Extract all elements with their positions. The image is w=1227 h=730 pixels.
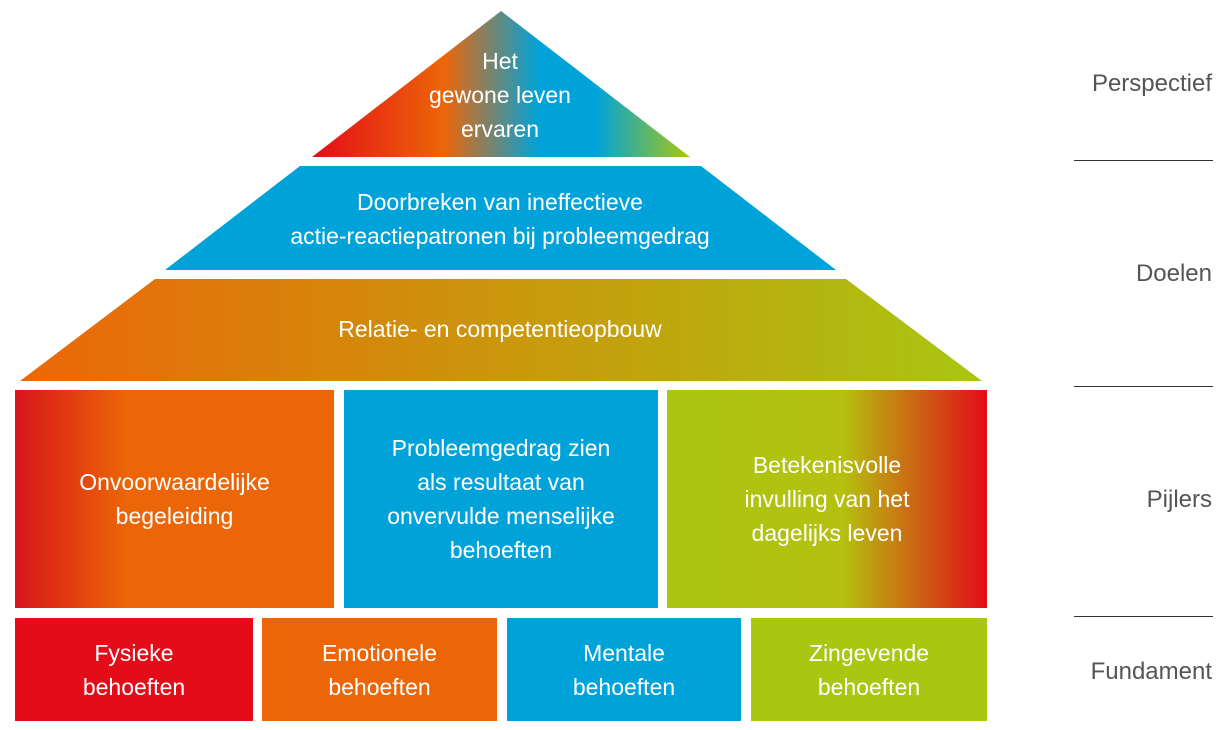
divider-1: [1074, 160, 1213, 161]
goal-trapezoid: [165, 166, 836, 270]
pillar-box-1: [15, 390, 334, 608]
perspective-text: Het gewone leven ervaren: [429, 48, 571, 142]
relation-text: Relatie- en competentieopbouw: [338, 316, 662, 342]
pillar-box-2: [344, 390, 658, 608]
side-label-doelen: Doelen: [1135, 260, 1212, 287]
side-label-pijlers: Pijlers: [1146, 486, 1212, 513]
pillar-text-1: Onvoorwaardelijke begeleiding: [79, 469, 270, 529]
foundation-box-1: [15, 618, 253, 721]
pillar-box-3: [667, 390, 987, 608]
foundation-text-1: Fysieke behoeften: [82, 639, 186, 700]
relation-trapezoid: [20, 279, 982, 381]
divider-2: [1074, 386, 1213, 387]
foundation-text-4: Zingevende behoeften: [808, 639, 930, 700]
side-label-perspectief: Perspectief: [1091, 70, 1212, 97]
goal-text: Doorbreken van ineffectieve actie-reacti…: [290, 189, 710, 249]
pillar-text-3: Betekenisvolle invulling van het dagelij…: [744, 452, 910, 546]
perspective-triangle: [312, 11, 690, 157]
side-label-fundament: Fundament: [1090, 658, 1212, 685]
pillar-text-2: Probleemgedrag zien als resultaat van on…: [387, 435, 615, 563]
foundation-box-3: [507, 618, 741, 721]
foundation-box-4: [751, 618, 987, 721]
foundation-text-2: Emotionele behoeften: [321, 639, 438, 700]
foundation-text-3: Mentale behoeften: [572, 639, 676, 700]
foundation-box-2: [262, 618, 497, 721]
divider-3: [1074, 616, 1213, 617]
